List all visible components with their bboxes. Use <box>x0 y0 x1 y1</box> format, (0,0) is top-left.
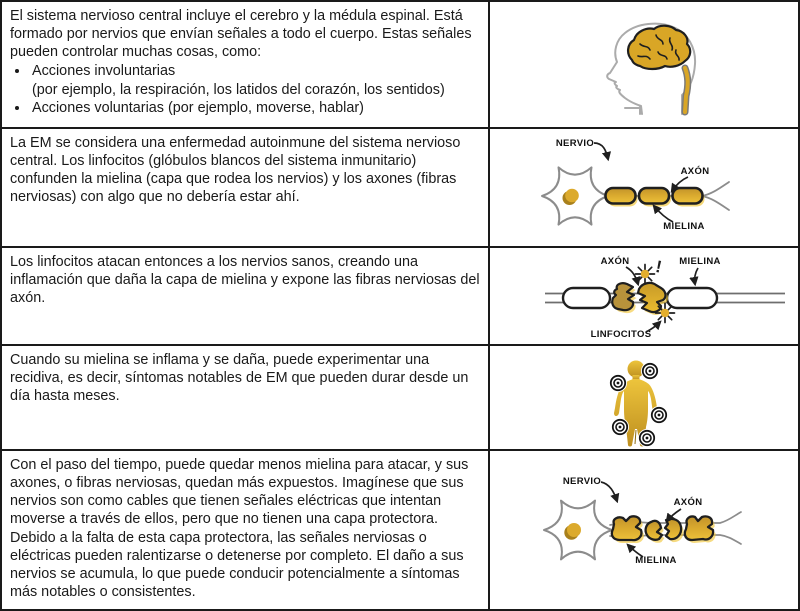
myelin-segment-right <box>665 286 719 310</box>
myelin-segment-left <box>561 286 612 310</box>
healthy-nerve-illustration: NERVIO AXÓN MIELINA <box>541 138 730 232</box>
row5-art-cell: NERVIO AXÓN MIELINA <box>490 451 798 609</box>
bullet-voluntary-actions: Acciones voluntarias (por ejemplo, mover… <box>30 99 484 117</box>
lymphocyte-burst-bottom-icon <box>654 302 676 324</box>
bullet-involuntary-actions: Acciones involuntarias (por ejemplo, la … <box>30 62 484 98</box>
nervio-arrow <box>600 481 620 504</box>
nucleus-icon <box>567 523 581 537</box>
spinal-cord-icon <box>681 64 692 116</box>
head-brain-illustration <box>606 22 697 116</box>
row3-paragraph: Los linfocitos atacan entonces a los ner… <box>10 254 480 307</box>
row1-art-cell <box>490 2 798 129</box>
label-axon: AXÓN <box>601 255 630 267</box>
head-profile-icon <box>606 22 697 115</box>
myelin-segments-icon <box>604 186 704 205</box>
mielina-arrow <box>626 543 644 558</box>
label-mielina: MIELINA <box>679 256 721 267</box>
row3-art-cell: ! AXÓN MIELINA LINFOCITOS <box>490 248 798 346</box>
damaged-nerve-illustration: NERVIO AXÓN MIELINA <box>543 476 742 566</box>
row4-text-cell: Cuando su mielina se inflama y se daña, … <box>2 346 490 451</box>
axon-arrow <box>625 266 641 287</box>
leg-gap-line <box>634 429 637 445</box>
row4-paragraph: Cuando su mielina se inflama y se daña, … <box>10 352 469 405</box>
label-linfocitos: LINFOCITOS <box>591 329 652 340</box>
row2-paragraph: La EM se considera una enfermedad autoin… <box>10 135 461 206</box>
nerve-cell-body-icon <box>543 499 613 561</box>
label-mielina: MIELINA <box>635 555 677 566</box>
alert-exclamation: ! <box>654 257 663 277</box>
brain-icon <box>627 24 692 71</box>
row1-text-cell: El sistema nervioso central incluye el c… <box>2 2 490 129</box>
label-mielina: MIELINA <box>663 221 705 232</box>
symptom-target-icons <box>609 362 668 447</box>
row2-art-cell: NERVIO AXÓN MIELINA <box>490 129 798 248</box>
mielina-arrow <box>689 267 699 287</box>
row1-paragraph: El sistema nervioso central incluye el c… <box>10 8 472 61</box>
row4-art-cell <box>490 346 798 451</box>
attack-illustration: ! AXÓN MIELINA LINFOCITOS <box>545 255 785 340</box>
nerve-cell-body-icon <box>541 166 609 226</box>
axon-fork <box>701 181 730 211</box>
label-nervio: NERVIO <box>556 138 594 149</box>
nervio-arrow <box>593 142 612 162</box>
label-axon: AXÓN <box>681 165 710 177</box>
row2-text-cell: La EM se considera una enfermedad autoin… <box>2 129 490 248</box>
row5-text-cell: Con el paso del tiempo, puede quedar men… <box>2 451 490 609</box>
human-figure-icon <box>614 360 658 447</box>
row3-text-cell: Los linfocitos atacan entonces a los ner… <box>2 248 490 346</box>
linfocitos-arrow <box>645 320 662 333</box>
lymphocyte-burst-top-icon <box>634 263 656 285</box>
body-symptoms-illustration <box>609 360 668 447</box>
nucleus-icon <box>565 188 579 203</box>
mielina-arrow <box>652 204 674 223</box>
damaged-myelin-icon <box>611 281 667 314</box>
row1-bullet-list: Acciones involuntarias (por ejemplo, la … <box>10 62 484 116</box>
axon-arrow <box>670 176 689 193</box>
axon-arrow <box>665 508 682 523</box>
label-nervio: NERVIO <box>563 476 601 487</box>
row5-paragraph: Con el paso del tiempo, puede quedar men… <box>10 457 469 600</box>
label-axon: AXÓN <box>674 496 703 508</box>
